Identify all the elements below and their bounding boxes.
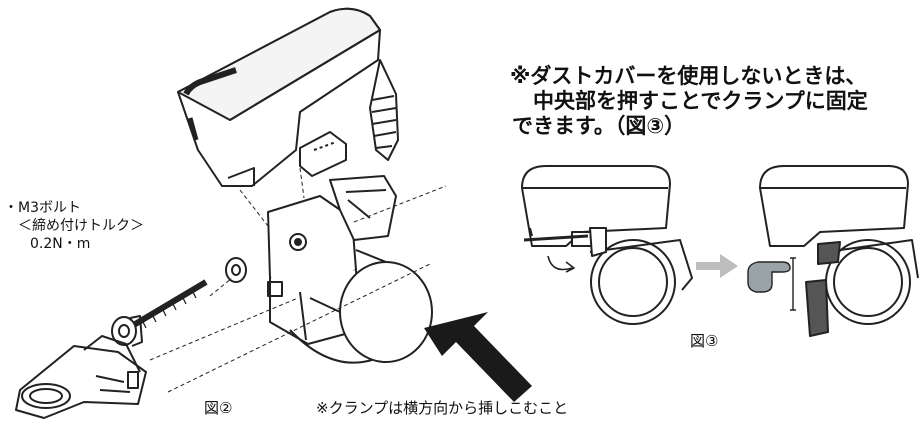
- insert-direction-arrow: [424, 312, 532, 402]
- dust-cover-note-line3: できます。（図③）: [512, 114, 686, 138]
- dust-cover-note-line2: 中央部を押すことでクランプに固定: [533, 89, 868, 113]
- transition-arrow: [696, 254, 738, 278]
- assembly-guides: [149, 167, 447, 393]
- bolt-spec-line3: 0.2N・m: [30, 236, 91, 252]
- light-housing: [177, 7, 399, 187]
- bolt-spec-line1: ・M3ボルト: [4, 200, 81, 216]
- clamp-insertion-note: ※クランプは横方向から挿しこむこと: [316, 399, 569, 417]
- bolt-spec-line2: ＜締め付けトルク＞: [18, 218, 144, 234]
- dust-cover-note-line1: ※ダストカバーを使用しないときは、: [510, 64, 867, 88]
- clamp-body: [267, 175, 433, 364]
- fig3-after: [759, 165, 919, 337]
- pointing-hand-icon: [747, 261, 791, 293]
- fig3-before: [521, 165, 693, 325]
- figure3-label: 図③: [690, 332, 719, 350]
- m3-bolt: [111, 279, 208, 347]
- washer: [225, 257, 247, 283]
- exploded-assembly: [15, 7, 447, 419]
- dust-cover: [15, 335, 147, 419]
- figure2-label: 図②: [204, 399, 233, 417]
